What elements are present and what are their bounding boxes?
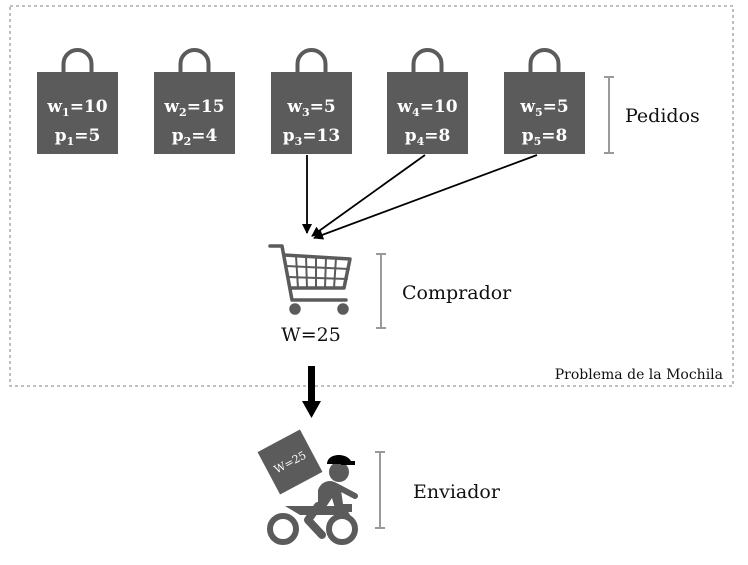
arrow-order-4 (311, 154, 426, 237)
package-box (257, 429, 323, 495)
shopping-bag-icon: w1=10 p1=5 (37, 48, 118, 154)
order-profit: p4=8 (405, 126, 451, 148)
order-weight: w2=15 (163, 97, 224, 119)
frame-label: Problema de la Mochila (555, 367, 723, 383)
bag-body (154, 72, 235, 154)
bag-body (271, 72, 352, 154)
order-weight: w4=10 (396, 97, 457, 119)
shopping-bag-icon: w5=5 p5=8 (504, 48, 585, 154)
order-weight: w5=5 (519, 97, 568, 119)
orders-bracket (604, 76, 614, 154)
bag-body (37, 72, 118, 154)
buyer-label: Comprador (402, 282, 512, 304)
shopping-bag-icon: w4=10 p4=8 (387, 48, 468, 154)
bag-handle (528, 48, 561, 86)
bag-body (504, 72, 585, 154)
bag-handle (411, 48, 444, 86)
knapsack-frame (9, 5, 734, 387)
delivery-arrow (302, 366, 321, 418)
order-profit: p5=8 (522, 126, 568, 148)
delivery-rider-icon: W=25 (257, 429, 358, 545)
shopping-bag-icon: w3=5 p3=13 (271, 48, 352, 154)
shopping-bag-icon: w2=15 p2=4 (154, 48, 235, 154)
order-weight: w1=10 (46, 97, 107, 119)
sender-label: Enviador (413, 481, 501, 503)
selection-arrows (302, 154, 538, 240)
buyer-bracket (376, 253, 386, 329)
shopping-cart-icon (268, 244, 352, 315)
sender-bracket (375, 451, 385, 529)
arrow-order-5 (313, 154, 538, 240)
order-profit: p2=4 (172, 126, 218, 148)
order-weight: w3=5 (286, 97, 335, 119)
order-profit: p1=5 (55, 126, 101, 148)
orders-label: Pedidos (625, 105, 700, 127)
bag-handle (295, 48, 328, 86)
order-profit: p3=13 (283, 126, 340, 148)
orders-row: w1=10 p1=5 w2=15 p2=4 w3=5 p3=13 w4=10 p4=8 w5=5… (37, 48, 585, 154)
buyer-capacity: W=25 (281, 324, 341, 346)
bag-handle (178, 48, 211, 86)
bag-body (387, 72, 468, 154)
bag-handle (61, 48, 94, 86)
